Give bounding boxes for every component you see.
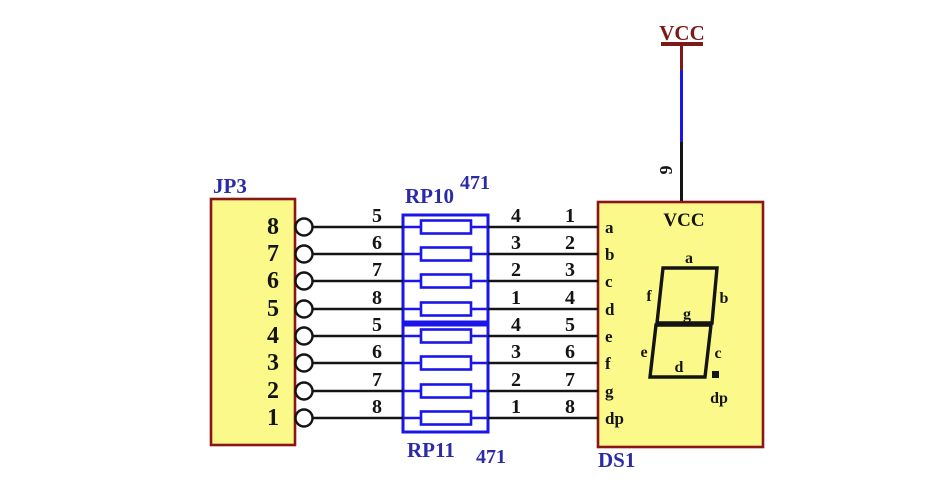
rp-left-pin-number: 5: [372, 314, 382, 336]
jp3-pin-number: 4: [267, 323, 279, 349]
ds1-pin-number: 3: [565, 259, 575, 281]
resistor-body: [419, 246, 473, 262]
jp3-pin-number: 7: [267, 241, 279, 267]
resistor-body: [419, 219, 473, 235]
rp-right-pin-number: 4: [511, 205, 521, 227]
seven-segment-glyph: a f b g e c d dp: [640, 250, 728, 407]
vcc-bar-icon: [661, 42, 703, 46]
rp10-body: [401, 213, 490, 327]
ds1-pin-label: b: [605, 245, 614, 264]
jp3-pin-circle-icon: [294, 244, 314, 264]
ds1-pin-label: f: [605, 354, 611, 373]
ds1-pin-label: g: [605, 382, 614, 401]
jp3-pin-circle-icon: [294, 408, 314, 428]
ds1-pin-label: d: [605, 300, 615, 319]
rp10-refdes: RP10: [405, 184, 454, 208]
jp3-pin-circle-icon: [294, 217, 314, 237]
rp-right-pin-number: 2: [511, 369, 521, 391]
ds1-pin-label: c: [605, 272, 613, 291]
segment-label-g: g: [683, 306, 691, 323]
resistor-body: [419, 383, 473, 399]
rp-right-pin-number: 1: [511, 287, 521, 309]
rp-right-pin-number: 2: [511, 259, 521, 281]
segment-label-f: f: [646, 288, 652, 305]
ds1-pin-number: 2: [565, 232, 575, 254]
ds1-pin-label: e: [605, 327, 613, 346]
ds1-refdes: DS1: [598, 448, 635, 472]
jp3-pin-number: 5: [267, 296, 279, 322]
segment-label-e: e: [640, 344, 647, 361]
segment-label-dp: dp: [710, 390, 728, 407]
rp-right-pin-number: 3: [511, 232, 521, 254]
decimal-point-icon: [712, 371, 719, 378]
rp10-value: 471: [460, 172, 490, 194]
segment-label-d: d: [675, 359, 684, 376]
jp3-body: [209, 197, 297, 447]
resistor-body: [419, 355, 473, 371]
jp3-pin-circle-icon: [294, 381, 314, 401]
ds1-vcc-pin-label: VCC: [663, 210, 704, 231]
ds1-pin-number: 8: [565, 396, 575, 418]
ds1-pin-label: dp: [605, 409, 624, 428]
ds1-pin-number: 5: [565, 314, 575, 336]
ds1-pin-number: 6: [565, 341, 575, 363]
rp11-body: [401, 320, 490, 434]
resistor-body: [419, 328, 473, 344]
ds1-pin-label: a: [605, 218, 614, 237]
jp3-pin-circle-icon: [294, 299, 314, 319]
rp11-refdes: RP11: [407, 438, 455, 462]
resistor-body: [419, 301, 473, 317]
vcc-pin-number: 9: [656, 166, 676, 175]
jp3-refdes: JP3: [213, 174, 247, 198]
jp3-pin-number: 8: [267, 214, 279, 240]
ds1-pin-number: 1: [565, 205, 575, 227]
resistor-body: [419, 273, 473, 289]
rp-right-pin-number: 1: [511, 396, 521, 418]
rp-right-pin-number: 3: [511, 341, 521, 363]
vcc-net-label: VCC: [659, 21, 705, 45]
jp3-pin-number: 1: [267, 405, 279, 431]
ds1-pin-number: 4: [565, 287, 575, 309]
rp-right-pin-number: 4: [511, 314, 521, 336]
segment-label-c: c: [714, 345, 721, 362]
jp3-pin-circle-icon: [294, 271, 314, 291]
rp-left-pin-number: 8: [372, 396, 382, 418]
rp-left-pin-number: 6: [372, 232, 382, 254]
rp11-value: 471: [476, 446, 506, 468]
segment-lower-loop: [648, 323, 713, 379]
jp3-pin-number: 3: [267, 350, 279, 376]
rp-left-pin-number: 8: [372, 287, 382, 309]
jp3-pin-circle-icon: [294, 353, 314, 373]
vcc-power-symbol: VCC 9: [656, 21, 705, 203]
resistor-body: [419, 410, 473, 426]
rp-left-pin-number: 5: [372, 205, 382, 227]
jp3-pin-number: 2: [267, 378, 279, 404]
rp-left-pin-number: 7: [372, 259, 382, 281]
segment-label-b: b: [720, 290, 729, 307]
segment-label-a: a: [685, 250, 693, 267]
rp-left-pin-number: 7: [372, 369, 382, 391]
rp-left-pin-number: 6: [372, 341, 382, 363]
segment-upper-loop: [655, 266, 719, 325]
ds1-pin-number: 7: [565, 369, 575, 391]
jp3-pin-circle-icon: [294, 326, 314, 346]
jp3-pin-number: 6: [267, 268, 279, 294]
